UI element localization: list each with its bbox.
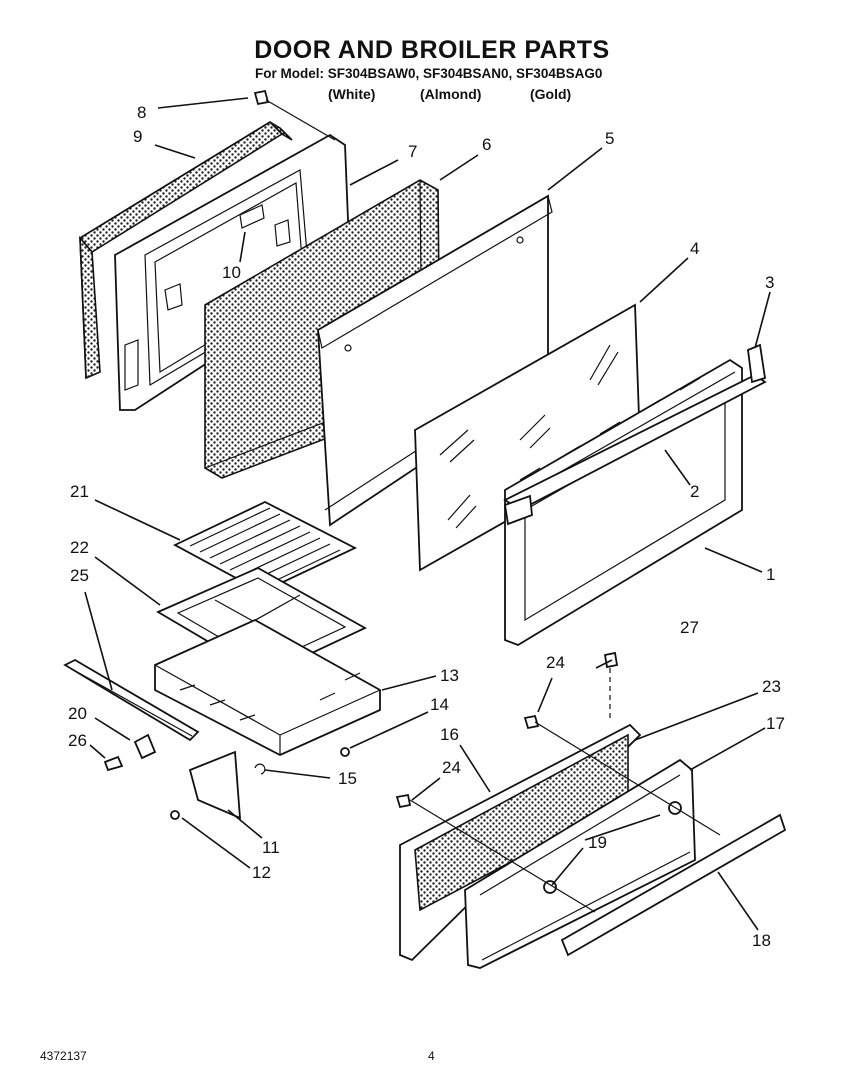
door-screw xyxy=(253,89,336,141)
callout-3: 3 xyxy=(765,273,774,292)
callout-24-lower: 24 xyxy=(442,758,461,777)
variant-gold: (Gold) xyxy=(530,86,572,102)
broiler-drawer xyxy=(154,618,381,756)
variant-white: (White) xyxy=(328,86,376,102)
callout-4: 4 xyxy=(690,239,699,258)
callout-10: 10 xyxy=(222,263,241,282)
callout-26: 26 xyxy=(68,731,87,750)
callout-20: 20 xyxy=(68,704,87,723)
page-title: DOOR AND BROILER PARTS xyxy=(254,36,610,64)
drawer-front-panel xyxy=(395,651,787,969)
callout-17: 17 xyxy=(766,714,785,733)
callout-5: 5 xyxy=(605,129,614,148)
callout-9: 9 xyxy=(133,127,142,146)
callout-12: 12 xyxy=(252,863,271,882)
callout-13: 13 xyxy=(440,666,459,685)
callout-23: 23 xyxy=(762,677,781,696)
callout-6: 6 xyxy=(482,135,491,154)
callout-15: 15 xyxy=(338,769,357,788)
callout-25: 25 xyxy=(70,566,89,585)
callout-1: 1 xyxy=(766,565,775,584)
outer-door-frame xyxy=(503,343,767,646)
variant-almond: (Almond) xyxy=(420,86,482,102)
callout-19: 19 xyxy=(588,833,607,852)
callout-18: 18 xyxy=(752,931,771,950)
callout-11: 11 xyxy=(262,838,280,857)
callout-labels: 8 9 7 6 5 4 3 10 2 1 21 22 25 13 14 15 2… xyxy=(68,103,785,950)
door-gasket xyxy=(78,120,293,380)
callout-14: 14 xyxy=(430,695,449,714)
callout-24-upper: 24 xyxy=(546,653,565,672)
leader-lines xyxy=(84,97,771,931)
callout-21: 21 xyxy=(70,482,89,501)
page-number: 4 xyxy=(428,1049,435,1063)
drawer-rail xyxy=(63,658,200,772)
model-numbers: For Model: SF304BSAW0, SF304BSAN0, SF304… xyxy=(255,66,603,81)
document-number: 4372137 xyxy=(40,1049,87,1063)
side-bracket xyxy=(170,747,350,820)
callout-8: 8 xyxy=(137,103,146,122)
callout-2: 2 xyxy=(690,482,699,501)
callout-27: 27 xyxy=(680,618,699,637)
broiler-grid xyxy=(173,500,358,594)
callout-16: 16 xyxy=(440,725,459,744)
callout-7: 7 xyxy=(408,142,417,161)
callout-22: 22 xyxy=(70,538,89,557)
